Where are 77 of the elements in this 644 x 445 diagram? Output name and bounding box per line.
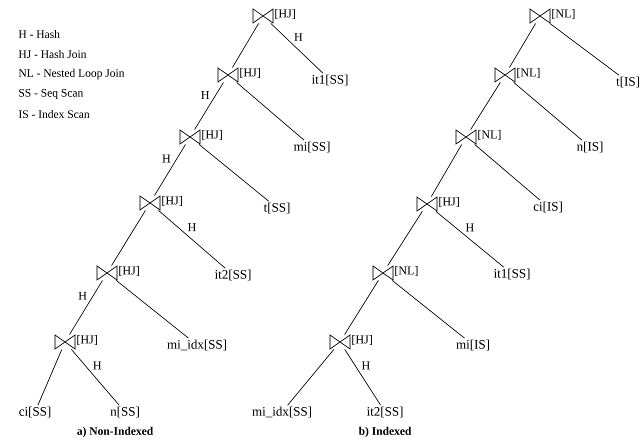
join-symbol bbox=[218, 67, 238, 83]
table-scan-label: n[IS] bbox=[576, 142, 602, 152]
edge-label: H bbox=[198, 89, 212, 101]
tree-edge bbox=[198, 144, 270, 202]
edge-label: H bbox=[160, 152, 173, 164]
edge-label: H bbox=[186, 221, 198, 234]
tree-edge bbox=[549, 23, 620, 76]
join-label: [HJ] bbox=[275, 9, 295, 19]
table-scan-label: mi[IS] bbox=[456, 340, 490, 350]
tree-edge bbox=[111, 210, 146, 266]
join-label: [HJ] bbox=[352, 335, 372, 345]
tree-edge bbox=[344, 349, 382, 406]
table-scan-label: ci[IS] bbox=[534, 202, 562, 212]
tree-edge bbox=[513, 82, 582, 141]
tree-edge bbox=[194, 82, 224, 130]
join-symbol bbox=[140, 195, 160, 211]
tree-edge bbox=[232, 23, 260, 68]
tree-edge bbox=[270, 23, 324, 74]
tree-edge bbox=[430, 144, 462, 197]
join-symbol bbox=[494, 67, 516, 83]
tree-edge bbox=[344, 280, 379, 335]
join-symbol bbox=[54, 334, 76, 350]
legend-text: H - Hash bbox=[18, 30, 60, 38]
edge-label: H bbox=[360, 359, 372, 372]
caption: a) Non-Indexed bbox=[77, 426, 154, 438]
join-label: [HJ] bbox=[119, 266, 139, 276]
table-scan-label: ci[SS] bbox=[19, 406, 50, 418]
join-label: [NL] bbox=[478, 130, 500, 140]
join-symbol bbox=[96, 265, 118, 281]
tree-edge bbox=[470, 82, 501, 130]
join-label: [HJ] bbox=[162, 196, 182, 206]
tree-edge bbox=[158, 210, 226, 269]
join-symbol bbox=[372, 265, 394, 281]
tree-edge bbox=[116, 280, 189, 339]
tree-edge bbox=[509, 23, 536, 68]
edge-label: H bbox=[76, 290, 89, 302]
join-symbol bbox=[456, 129, 476, 145]
table-scan-label: it1[SS] bbox=[494, 268, 530, 280]
edge-label: H bbox=[464, 221, 476, 234]
table-scan-label: mi[SS] bbox=[294, 142, 330, 152]
join-label: [HJ] bbox=[439, 197, 459, 207]
table-scan-label: it2[SS] bbox=[366, 406, 402, 418]
table-scan-label: mi_idx[SS] bbox=[167, 340, 226, 350]
tree-edge bbox=[38, 349, 62, 406]
join-symbol bbox=[530, 8, 550, 24]
tree-edge bbox=[287, 349, 334, 406]
table-scan-label: mi_idx[SS] bbox=[252, 406, 312, 418]
legend-text: SS - Seq Scan bbox=[19, 88, 84, 100]
legend-text: IS - Index Scan bbox=[18, 110, 90, 118]
edge-label: H bbox=[90, 359, 104, 372]
tree-edge bbox=[436, 211, 504, 268]
tree-edge bbox=[387, 211, 423, 266]
join-symbol bbox=[416, 196, 438, 212]
join-symbol bbox=[252, 8, 274, 24]
join-label: [NL] bbox=[395, 266, 418, 276]
tree-edge bbox=[69, 280, 103, 335]
table-scan-label: it1[SS] bbox=[312, 74, 348, 86]
tree-edge bbox=[70, 349, 120, 406]
tree-edge bbox=[474, 144, 540, 201]
join-label: [HJ] bbox=[202, 130, 222, 140]
legend-text: NL - Nested Loop Join bbox=[18, 68, 124, 80]
legend-text: HJ - Hash Join bbox=[18, 50, 86, 58]
table-scan-label: n[SS] bbox=[110, 406, 139, 418]
join-symbol bbox=[180, 129, 200, 145]
join-label: [HJ] bbox=[240, 68, 260, 78]
join-label: [NL] bbox=[517, 68, 540, 78]
join-label: [HJ] bbox=[77, 335, 97, 345]
edge-label: H bbox=[292, 31, 305, 43]
tree-edge bbox=[392, 280, 465, 339]
tree-edge bbox=[154, 144, 186, 196]
table-scan-label: it2[SS] bbox=[214, 270, 250, 280]
join-symbol bbox=[330, 334, 350, 350]
caption: b) Indexed bbox=[358, 426, 412, 438]
join-label: [NL] bbox=[552, 9, 574, 19]
table-scan-label: t[SS] bbox=[264, 202, 290, 214]
table-scan-label: t[IS] bbox=[616, 76, 639, 88]
tree-edge bbox=[236, 82, 304, 141]
